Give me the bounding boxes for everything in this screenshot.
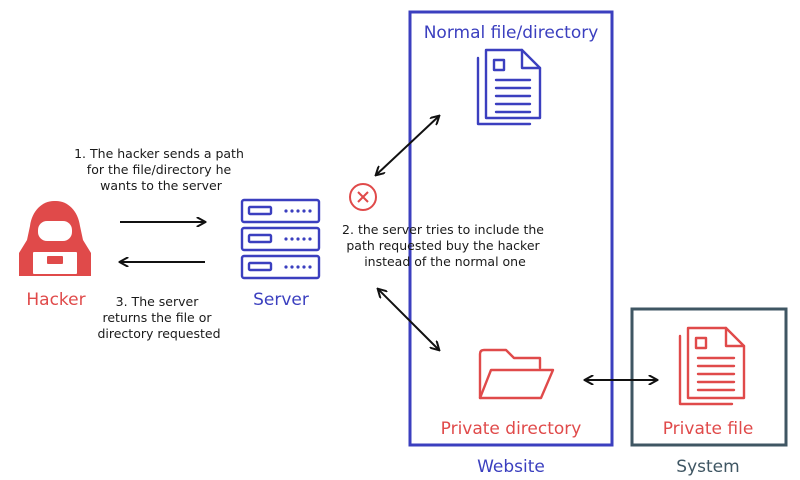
private-directory-label: Private directory (441, 419, 582, 439)
website-label: Website (477, 457, 545, 477)
normal-file-label: Normal file/directory (424, 23, 599, 43)
private-directory-arrow (378, 289, 439, 350)
server-leds (284, 209, 312, 269)
step-1-text: 1. The hacker sends a path for the file/… (74, 146, 248, 193)
document-icon (476, 48, 542, 126)
system-label: System (676, 457, 739, 477)
server-label: Server (253, 290, 309, 310)
hacker-label: Hacker (26, 290, 85, 310)
normal-file-arrow (376, 116, 439, 175)
step-2-line: 2. the server tries to include the (342, 222, 544, 237)
step-1-line: 1. The hacker sends a path (74, 146, 244, 161)
folder-icon (478, 348, 555, 400)
step-1-line: wants to the server (100, 178, 223, 193)
step-2-line: instead of the normal one (364, 254, 526, 269)
hacker-icon (19, 201, 91, 276)
x-circle-icon (349, 183, 377, 211)
document-icon (678, 326, 746, 406)
step-2-text: 2. the server tries to include the path … (342, 222, 548, 269)
private-file-label: Private file (663, 419, 754, 439)
step-3-line: directory requested (97, 326, 220, 341)
website-box (408, 10, 614, 447)
server-icon (240, 198, 321, 280)
step-3-text: 3. The server returns the file or direct… (97, 294, 220, 341)
step-1-line: for the file/directory he (87, 162, 232, 177)
step-3-line: 3. The server (116, 294, 200, 309)
step-3-line: returns the file or (103, 310, 213, 325)
step-2-line: path requested buy the hacker (346, 238, 540, 253)
